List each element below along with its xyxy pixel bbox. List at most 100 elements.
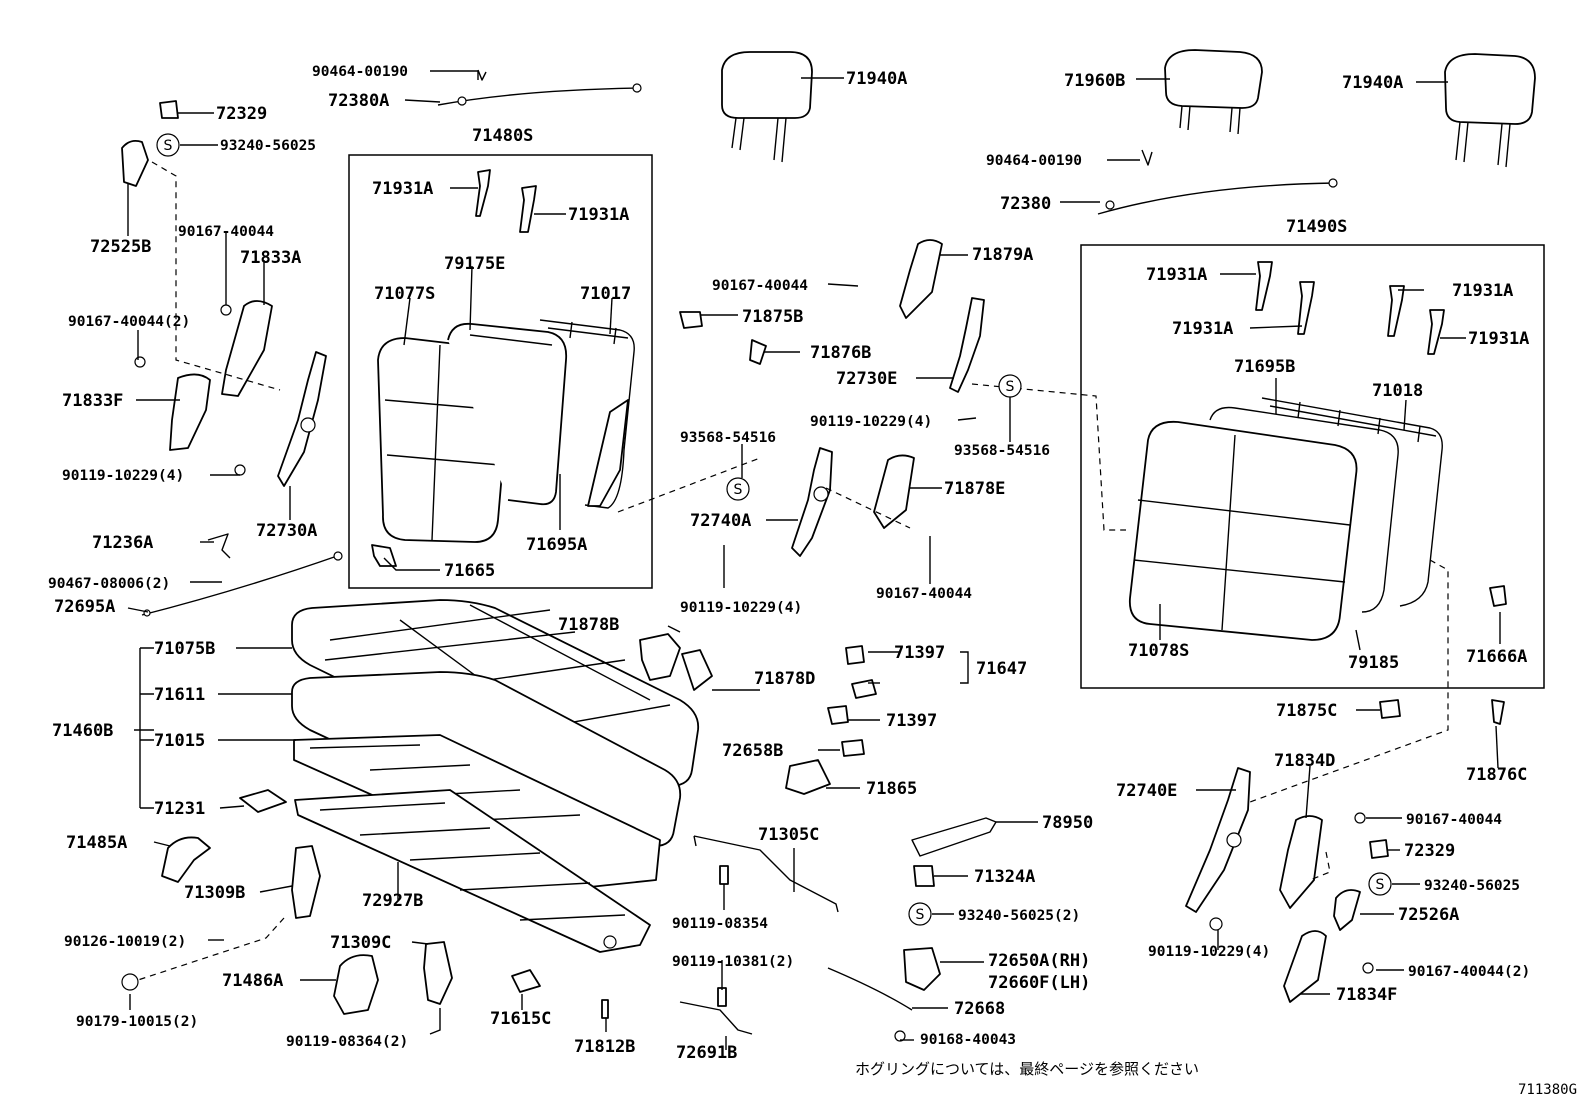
bolt-90119-08354 — [719, 865, 729, 885]
label-72730a: 72730A — [256, 521, 317, 541]
hinge-72740a — [791, 447, 833, 557]
label-71695a: 71695A — [526, 535, 587, 555]
label-72668: 72668 — [954, 999, 1005, 1019]
hinge-72730e — [949, 297, 985, 393]
label-71931a-a: 71931A — [372, 179, 433, 199]
label-72329-b: 72329 — [1404, 841, 1455, 861]
cover-71485a — [161, 836, 211, 883]
label-72525b: 72525B — [90, 237, 151, 257]
label-90119-10229-4-b: 90119-10229(4) — [62, 468, 184, 484]
label-72730e: 72730E — [836, 369, 897, 389]
bracket-71309b — [291, 845, 321, 919]
svg-text:S: S — [916, 907, 925, 923]
label-71665: 71665 — [444, 561, 495, 581]
label-90119-08354: 90119-08354 — [672, 916, 768, 932]
part-72329-left — [159, 100, 179, 119]
label-71490s: 71490S — [1286, 217, 1347, 237]
bolt-71812b — [601, 999, 609, 1019]
dashed-lines — [137, 161, 1449, 981]
clip-71397-top — [845, 645, 865, 665]
label-90119-08364-2: 90119-08364(2) — [286, 1034, 408, 1050]
frame-79175e — [447, 322, 568, 506]
label-93568-54516-a: 93568-54516 — [954, 443, 1050, 459]
cover-72526a — [1333, 889, 1361, 931]
label-71077s: 71077S — [374, 284, 435, 304]
label-78950: 78950 — [1042, 813, 1093, 833]
clip-71875c — [1379, 699, 1401, 719]
clip-71931a-2 — [519, 185, 537, 233]
cover-71878d — [681, 649, 713, 691]
label-71812b: 71812B — [574, 1037, 635, 1057]
bracket-78950 — [911, 817, 997, 857]
bracket-71309c — [423, 941, 453, 1005]
clip-71931a-1 — [475, 169, 491, 217]
label-71865: 71865 — [866, 779, 917, 799]
label-71695b: 71695B — [1234, 357, 1295, 377]
frame-71695b — [1209, 406, 1399, 613]
label-72526a: 72526A — [1398, 905, 1459, 925]
label-71486a: 71486A — [222, 971, 283, 991]
bracket-71833a — [221, 300, 273, 397]
s-symbol-93568-right: S — [998, 374, 1022, 398]
label-90119-10229-4-c: 90119-10229(4) — [680, 600, 802, 616]
label-71078s: 71078S — [1128, 641, 1189, 661]
label-71878e: 71878E — [944, 479, 1005, 499]
clip-71324a — [913, 865, 935, 887]
label-90119-10229-4-a: 90119-10229(4) — [810, 414, 932, 430]
label-71879a: 71879A — [972, 245, 1033, 265]
headrest-71940a-right — [1444, 53, 1536, 168]
label-71460b: 71460B — [52, 721, 113, 741]
frame-71018 — [1261, 397, 1443, 607]
cover-72525b — [121, 139, 149, 187]
clip-71397-low — [827, 705, 849, 725]
bracket-72691b — [679, 1001, 753, 1035]
label-79185: 79185 — [1348, 653, 1399, 673]
label-71931a-d: 71931A — [1452, 281, 1513, 301]
cover-71879a — [899, 239, 943, 319]
label-90167-40044-c: 90167-40044 — [876, 586, 972, 602]
bolt-90179-10015 — [121, 973, 139, 991]
label-71878d: 71878D — [754, 669, 815, 689]
hinge-72740e — [1185, 767, 1251, 913]
bolt-90119-10381 — [717, 987, 727, 1007]
label-71940a-a: 71940A — [846, 69, 907, 89]
clip-72658b — [841, 739, 865, 757]
label-71833f: 71833F — [62, 391, 123, 411]
label-71018: 71018 — [1372, 381, 1423, 401]
label-93240-56025-2: 93240-56025(2) — [958, 908, 1080, 924]
label-71611: 71611 — [154, 685, 205, 705]
label-71485a: 71485A — [66, 833, 127, 853]
diagram-code: 711380G — [1518, 1082, 1577, 1098]
label-71397-b: 71397 — [886, 711, 937, 731]
label-93240-56025-b: 93240-56025 — [1424, 878, 1520, 894]
cable-72695a — [141, 551, 343, 617]
bracket-71305c — [693, 835, 839, 913]
clip-71615c — [511, 969, 541, 993]
label-71305c: 71305C — [758, 825, 819, 845]
label-71397-a: 71397 — [894, 643, 945, 663]
label-90464-00190-b: 90464-00190 — [986, 153, 1082, 169]
clip-71875b — [679, 311, 703, 329]
label-72329-a: 72329 — [216, 104, 267, 124]
s-symbol-93568-left: S — [726, 477, 750, 501]
cable-72380 — [1097, 149, 1338, 215]
label-71231: 71231 — [154, 799, 205, 819]
svg-text:S: S — [734, 482, 743, 498]
label-71324a: 71324A — [974, 867, 1035, 887]
label-72380: 72380 — [1000, 194, 1051, 214]
part-71236a — [207, 533, 231, 559]
bolt-90168-40043 — [894, 1030, 906, 1042]
cover-71486a — [333, 954, 379, 1015]
label-72650a-rh: 72650A(RH) — [988, 951, 1090, 971]
label-90467-08006-2: 90467-08006(2) — [48, 576, 170, 592]
svg-text:S: S — [1006, 379, 1015, 395]
label-71931a-c: 71931A — [1146, 265, 1207, 285]
label-71480s: 71480S — [472, 126, 533, 146]
clip-71876b — [749, 339, 767, 365]
label-90167-40044-b: 90167-40044 — [712, 278, 808, 294]
strap-72668 — [827, 967, 913, 1011]
lock-72650a — [903, 947, 941, 991]
label-90179-10015-2: 90179-10015(2) — [76, 1014, 198, 1030]
label-90167-40044-d: 90167-40044 — [1406, 812, 1502, 828]
label-71834d: 71834D — [1274, 751, 1335, 771]
